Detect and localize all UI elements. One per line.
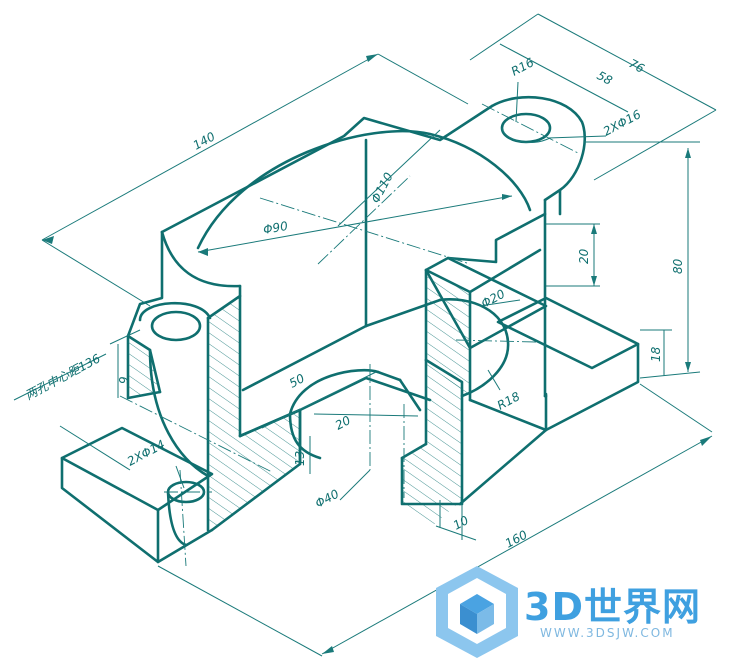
dim-9: 9: [117, 376, 131, 384]
main-body: [126, 95, 587, 532]
watermark-brand-text: 3D世界网: [524, 585, 701, 629]
dim-18: 18: [649, 346, 663, 362]
cube-logo-icon: [436, 566, 518, 658]
dim-10: 10: [451, 513, 471, 533]
dim-dia110: Φ110: [368, 170, 396, 205]
dim-76: 76: [627, 56, 647, 76]
dim-r18: R18: [495, 389, 523, 413]
dimension-labels: 140 76 58 R16 2XΦ16 Φ110 Φ90 80 20 Φ20 R…: [23, 55, 685, 551]
dim-80: 80: [671, 258, 685, 274]
dim-holes-top: 2XΦ16: [601, 107, 644, 139]
dim-dia20: Φ20: [479, 287, 508, 311]
dim-58: 58: [595, 68, 615, 88]
dimension-lines: [13, 13, 717, 657]
dim-dia40: Φ40: [313, 487, 342, 511]
base-plate-right: [458, 296, 640, 506]
dim-note-hole-distance: 两孔中心距136: [23, 351, 103, 402]
dim-13: 13: [293, 451, 307, 466]
dim-160: 160: [503, 527, 530, 550]
lug-hole-left: [150, 310, 202, 342]
dim-50: 50: [287, 371, 307, 391]
watermark-logo: 3D世界网 WWW.3DSJW.COM: [432, 562, 732, 662]
center-lines: [119, 103, 581, 567]
dim-r16: R16: [509, 55, 537, 79]
base-plate-left: [60, 426, 214, 564]
watermark-url-text: WWW.3DSJW.COM: [540, 626, 675, 640]
dim-holes-base: 2XΦ14: [125, 437, 167, 468]
dim-140: 140: [191, 129, 218, 153]
dim-dia90: Φ90: [262, 219, 289, 237]
dim-20-channel: 20: [333, 413, 353, 433]
dim-20-vertical: 20: [577, 248, 591, 264]
